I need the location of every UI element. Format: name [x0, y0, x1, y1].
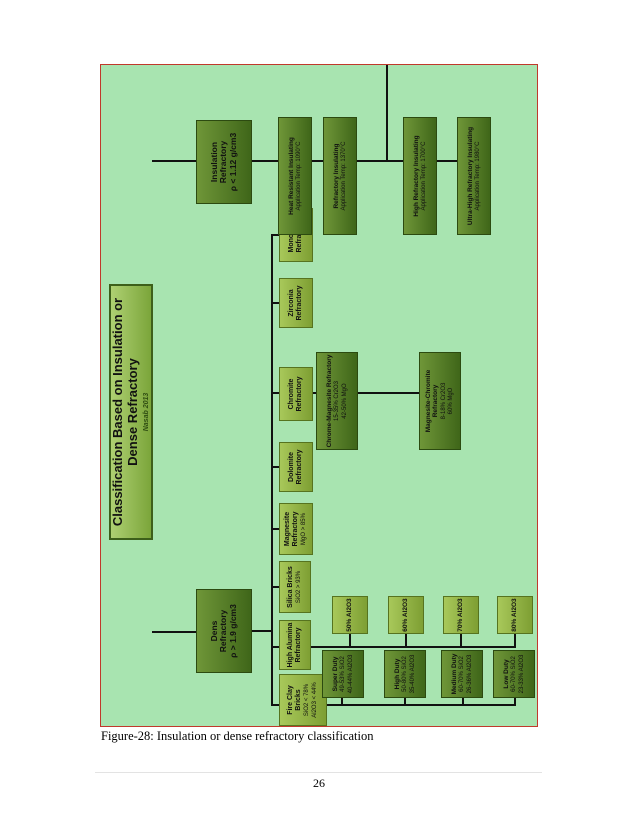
dense-type-name: Fire Clay Bricks: [287, 685, 303, 715]
chromite-type-detail: 15-35% Cr2O3: [333, 380, 340, 422]
insulating-type-refractory: Refractory Insulating Application Temp: …: [323, 117, 357, 235]
dense-type-magnesite: Magnesite Refractory MgO > 85%: [279, 503, 313, 555]
grade-detail: 60-70% SiO2: [510, 656, 517, 692]
grade-name: 50% Al2O3: [346, 598, 354, 632]
chromite-type-detail: 60% MgO: [448, 387, 455, 415]
grade-detail: 40-44% Al2O3: [347, 654, 354, 694]
grade-detail: 35-40% Al2O3: [409, 654, 416, 694]
dense-type-name: Dolomite Refractory: [288, 449, 303, 485]
connector: [271, 586, 279, 588]
grade-detail: 50-80% SiO2: [401, 656, 408, 692]
fire-clay-grade-super-duty: Super Duty 49-53% SiO2 40-44% Al2O3: [322, 650, 364, 698]
dense-line3: ρ > 1.9 g/cm3: [227, 604, 238, 658]
chromite-type-magnesite-chromite: Magnesite-Chromite Refractory 8-18% Cr2O…: [419, 352, 461, 450]
connector: [514, 634, 516, 648]
connector: [514, 698, 516, 706]
fire-clay-grade-low-duty: Low Duty 60-70% SiO2 23-33% Al2O3: [493, 650, 535, 698]
insulating-type-name: High Refractory Insulating: [412, 135, 420, 217]
connector: [327, 704, 515, 706]
grade-name: 60% Al2O3: [402, 598, 410, 632]
dense-type-detail: SiO2 > 93%: [296, 570, 303, 604]
connector: [386, 65, 388, 162]
insulation-line3: ρ < 1.12 g/cm3: [227, 132, 238, 192]
high-alumina-grade-50: 50% Al2O3: [332, 596, 368, 634]
grade-name: Low Duty: [502, 659, 510, 689]
connector: [271, 466, 279, 468]
dense-type-name: Silica Bricks: [287, 566, 295, 608]
dense-type-detail: SiO2 < 78%: [304, 683, 311, 717]
chromite-type-detail: 8-18% Cr2O3: [440, 382, 447, 420]
insulating-type-name: Heat Resistant Insulating: [287, 137, 295, 215]
chromite-type-name: Magnesite-Chromite Refractory: [425, 369, 440, 433]
dense-type-chromite: Chromite Refractory: [279, 367, 313, 421]
fire-clay-grade-high-duty: High Duty 50-80% SiO2 35-40% Al2O3: [384, 650, 426, 698]
fire-clay-grade-medium-duty: Medium Duty 60-70% SiO2 26-36% Al2O3: [441, 650, 483, 698]
connector: [251, 630, 272, 632]
grade-name: Medium Duty: [450, 653, 458, 695]
dense-type-name: Magnesite Refractory: [284, 511, 300, 547]
dense-type-silica: Silica Bricks SiO2 > 93%: [279, 561, 311, 613]
grade-detail: 26-36% Al2O3: [466, 654, 473, 694]
grade-name: 70% Al2O3: [457, 598, 465, 632]
dense-type-fire-clay: Fire Clay Bricks SiO2 < 78% Al2O3 < 44%: [279, 674, 327, 726]
connector: [405, 634, 407, 648]
dense-type-detail: Al2O3 < 44%: [311, 682, 318, 718]
insulating-type-detail: Application Temp: 1370°C: [340, 141, 347, 211]
insulating-type-detail: Application Temp: 1090°C: [295, 141, 302, 211]
connector: [460, 634, 462, 648]
connector: [462, 698, 464, 706]
dense-type-name: High Alumina Refractory: [287, 622, 302, 668]
insulating-type-name: Ultra-High Refractory Insulating: [466, 126, 474, 226]
connector: [271, 392, 279, 394]
grade-detail: 49-53% SiO2: [339, 656, 346, 692]
connector: [271, 235, 273, 706]
chromite-type-chrome-magnesite: Chrome-Magnesite Refractory 15-35% Cr2O3…: [316, 352, 358, 450]
dense-type-high-alumina: High Alumina Refractory: [279, 620, 311, 670]
high-alumina-grade-60: 60% Al2O3: [388, 596, 424, 634]
connector: [271, 704, 279, 706]
dense-type-detail: MgO > 85%: [300, 513, 307, 545]
connector: [271, 302, 279, 304]
insulating-type-name: Refractory Insulating: [332, 143, 340, 209]
insulation-refractory-box: Insulation Refractory ρ < 1.12 g/cm3: [196, 120, 252, 204]
insulating-type-detail: Application Temp: 1980°C: [474, 141, 481, 211]
diagram-frame: Classification Based on Insulation or De…: [100, 64, 538, 727]
insulating-type-detail: Application Temp: 1700°C: [420, 141, 427, 211]
connector: [271, 646, 279, 648]
connector: [341, 698, 343, 706]
connector: [349, 634, 351, 648]
connector: [311, 646, 515, 648]
connector: [152, 631, 197, 633]
dense-type-name: Chromite Refractory: [288, 376, 303, 412]
connector: [404, 698, 406, 706]
connector: [271, 528, 279, 530]
dense-type-name: Zirconia Refractory: [288, 285, 303, 321]
insulating-type-ultra-high: Ultra-High Refractory Insulating Applica…: [457, 117, 491, 235]
diagram-title: Classification Based on Insulation or De…: [110, 297, 140, 527]
chromite-type-detail: 42-50% MgO: [341, 383, 348, 419]
dense-type-dolomite: Dolomite Refractory: [279, 442, 313, 492]
grade-detail: 23-33% Al2O3: [518, 654, 525, 694]
figure-caption: Figure-28: Insulation or dense refractor…: [101, 729, 374, 743]
page-number: 26: [313, 776, 325, 790]
diagram-author: Nasab 2013: [143, 392, 151, 432]
insulating-type-heat-resistant: Heat Resistant Insulating Application Te…: [278, 117, 312, 235]
classification-diagram: Classification Based on Insulation or De…: [101, 65, 537, 726]
insulating-type-high-refractory: High Refractory Insulating Application T…: [403, 117, 437, 235]
grade-name: High Duty: [393, 658, 401, 690]
high-alumina-grade-70: 70% Al2O3: [443, 596, 479, 634]
connector: [152, 160, 197, 162]
high-alumina-grade-80: 80% Al2O3: [497, 596, 533, 634]
footer-divider: [95, 772, 542, 773]
grade-name: Super Duty: [331, 656, 339, 692]
dense-refractory-box: Dens Refractory ρ > 1.9 g/cm3: [196, 589, 252, 673]
diagram-title-box: Classification Based on Insulation or De…: [109, 284, 153, 540]
chromite-type-name: Chrome-Magnesite Refractory: [325, 354, 333, 448]
grade-name: 80% Al2O3: [511, 598, 519, 632]
dense-type-zirconia: Zirconia Refractory: [279, 278, 313, 328]
grade-detail: 60-70% SiO2: [458, 656, 465, 692]
